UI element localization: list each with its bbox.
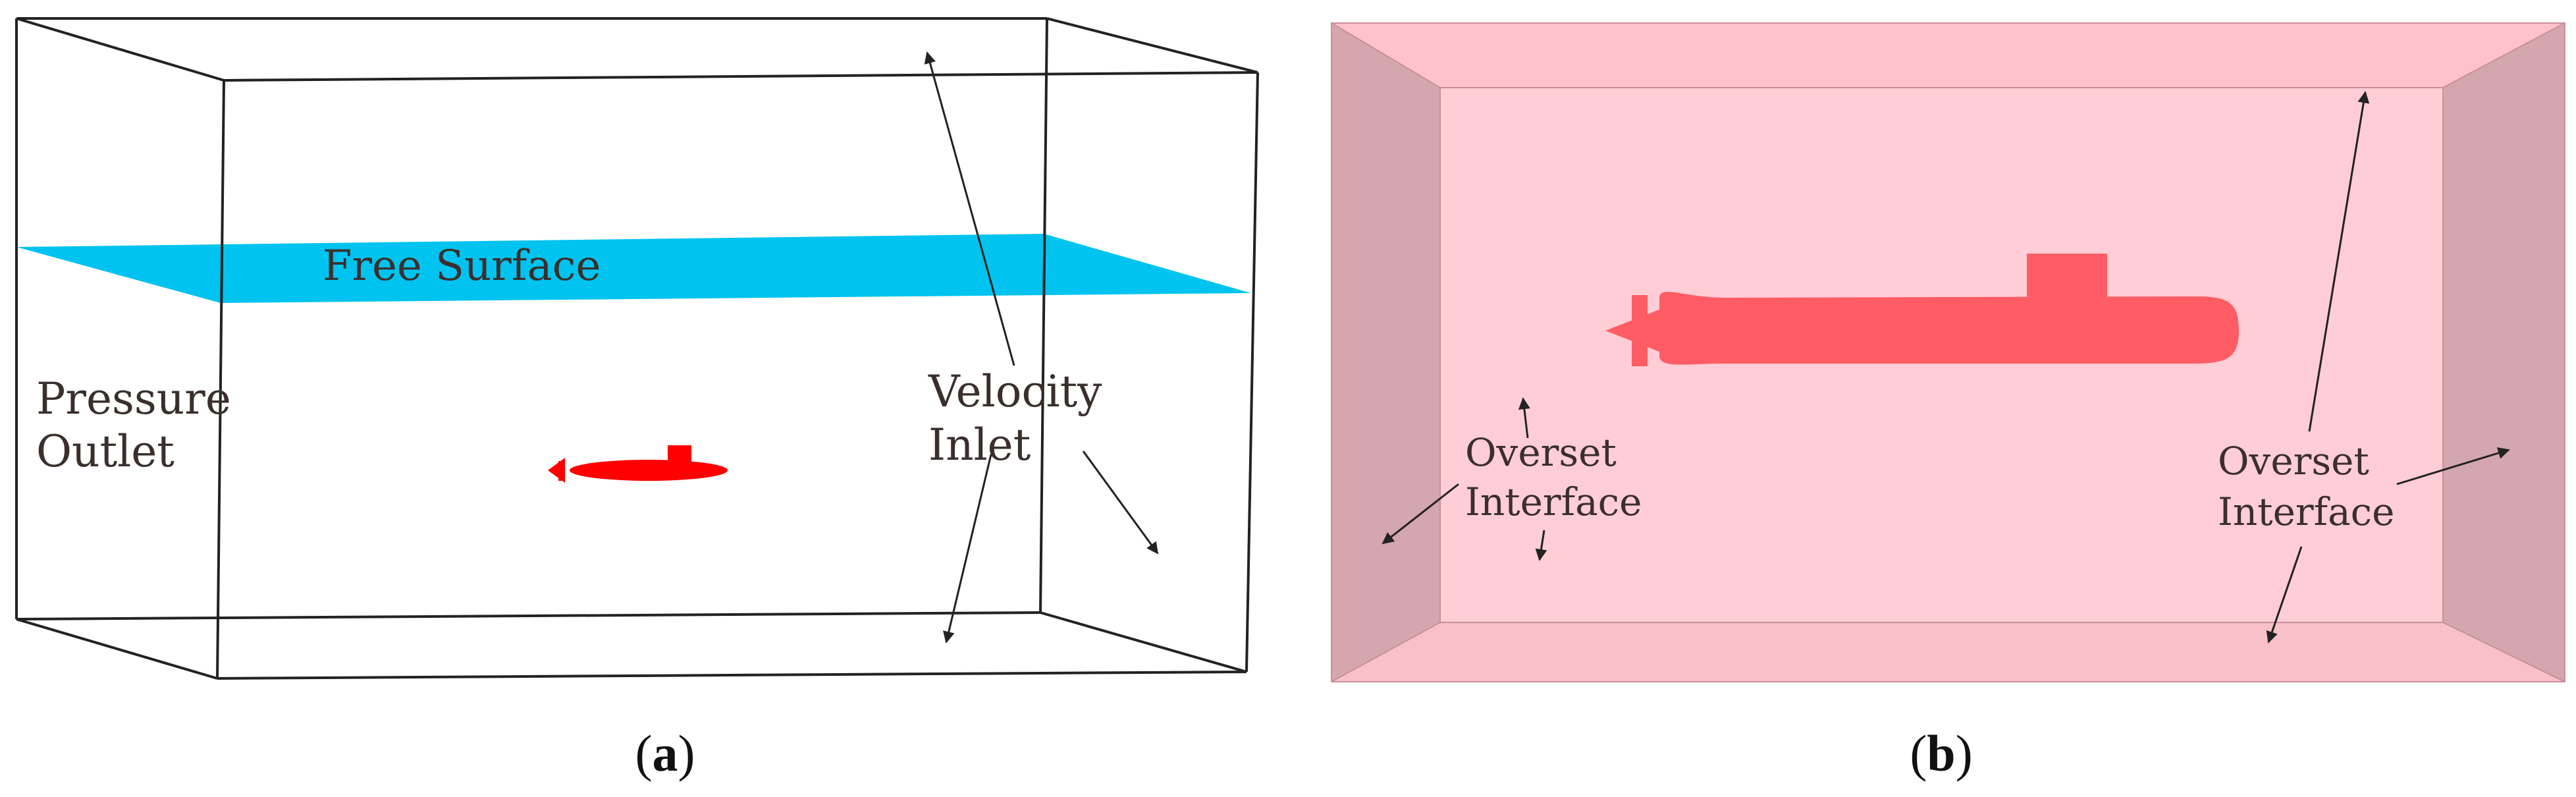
overset-bottom-face — [1331, 622, 2565, 682]
submarine-icon-small — [548, 445, 728, 483]
overset-interface-left-label-line2: Interface — [1465, 480, 1642, 524]
pressure-outlet-label-line2: Outlet — [36, 426, 174, 477]
computational-domain-box — [15, 17, 1259, 680]
overset-interface-left-label-line1: Overset — [1465, 430, 1617, 475]
overset-top-face — [1331, 23, 2565, 88]
free-surface-plane — [16, 234, 1251, 303]
submarine-icon-large — [1605, 254, 2239, 366]
overset-interface-arrows — [1382, 91, 2510, 644]
panel-a: Free Surface Pressure Outlet Velocity In… — [15, 17, 1259, 782]
pressure-outlet-label-line1: Pressure — [36, 373, 231, 424]
overset-right-face — [2443, 23, 2565, 682]
overset-box-edges — [1331, 22, 2565, 682]
free-surface-label: Free Surface — [323, 242, 601, 290]
panel-b: Overset Interface Overset Interface (b) — [1331, 22, 2565, 782]
caption-a: (a) — [635, 725, 695, 782]
caption-b: (b) — [1910, 725, 1972, 782]
overset-interface-right-label-line1: Overset — [2218, 439, 2369, 483]
velocity-inlet-label-line2: Inlet — [928, 420, 1031, 470]
overset-interface-right-label-line2: Interface — [2218, 489, 2394, 534]
velocity-inlet-arrows — [924, 51, 1159, 644]
velocity-inlet-label-line1: Velocity — [928, 366, 1102, 417]
overset-left-face — [1331, 23, 1440, 682]
